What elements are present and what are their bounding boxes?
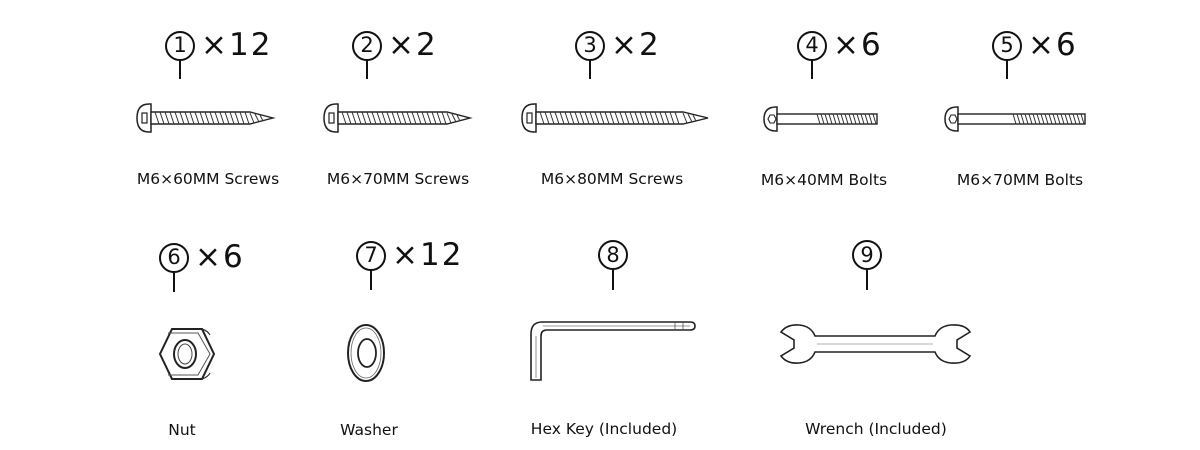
part-number-badge: 5 xyxy=(992,30,1022,61)
leader-line xyxy=(811,59,813,79)
bolt-icon xyxy=(763,106,878,132)
part-label: M6×80MM Screws xyxy=(540,170,684,188)
part-9-heading: 9 xyxy=(852,240,882,270)
part-3-heading: 3 ×2 xyxy=(575,30,661,61)
part-quantity: ×12 xyxy=(201,27,273,63)
part-number-badge: 4 xyxy=(797,30,827,61)
part-5-heading: 5 ×6 xyxy=(992,30,1078,61)
part-quantity: ×2 xyxy=(388,27,438,63)
part-7-heading: 7 ×12 xyxy=(356,240,463,271)
part-quantity: ×6 xyxy=(833,27,883,63)
leader-line xyxy=(589,59,591,79)
leader-line xyxy=(866,270,868,290)
part-label: Wrench (Included) xyxy=(805,420,947,438)
screw-icon xyxy=(136,103,276,133)
part-label: M6×60MM Screws xyxy=(136,170,280,188)
part-label: M6×70MM Screws xyxy=(326,170,470,188)
leader-line xyxy=(1006,59,1008,79)
part-label: M6×70MM Bolts xyxy=(956,171,1084,189)
part-quantity: ×6 xyxy=(1028,27,1078,63)
part-label: Washer xyxy=(340,421,398,439)
leader-line xyxy=(612,270,614,290)
leader-line xyxy=(370,270,372,290)
part-quantity: ×6 xyxy=(195,239,245,275)
part-4-heading: 4 ×6 xyxy=(797,30,883,61)
leader-line xyxy=(173,272,175,292)
part-6-heading: 6 ×6 xyxy=(159,242,245,273)
part-number-badge: 9 xyxy=(852,240,882,270)
wrench-icon xyxy=(779,324,972,364)
part-8-heading: 8 xyxy=(598,240,628,270)
part-label: Hex Key (Included) xyxy=(530,420,678,438)
screw-icon xyxy=(323,103,473,133)
part-number-badge: 7 xyxy=(356,240,386,271)
part-number-badge: 8 xyxy=(598,240,628,270)
screw-icon xyxy=(521,103,709,133)
part-quantity: ×2 xyxy=(611,27,661,63)
nut-icon xyxy=(158,328,216,380)
leader-line xyxy=(366,59,368,79)
part-label: Nut xyxy=(168,421,196,439)
part-number-badge: 1 xyxy=(165,30,195,61)
washer-icon xyxy=(347,324,385,382)
part-1-heading: 1 ×12 xyxy=(165,30,272,61)
bolt-icon xyxy=(944,106,1086,132)
part-number-badge: 6 xyxy=(159,242,189,273)
leader-line xyxy=(179,59,181,79)
part-number-badge: 2 xyxy=(352,30,382,61)
part-number-badge: 3 xyxy=(575,30,605,61)
part-label: M6×40MM Bolts xyxy=(760,171,888,189)
hex-key-icon xyxy=(530,321,696,381)
part-2-heading: 2 ×2 xyxy=(352,30,438,61)
part-quantity: ×12 xyxy=(392,237,464,273)
